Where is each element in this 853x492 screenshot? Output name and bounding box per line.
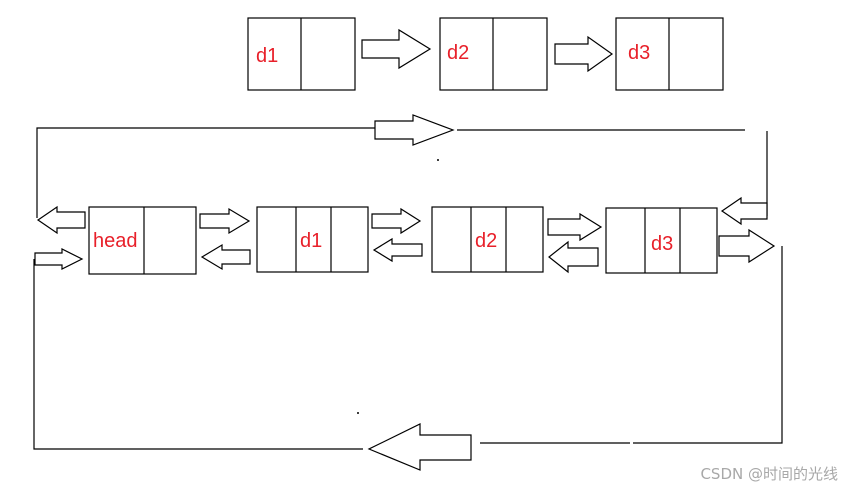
node-label: d2: [475, 230, 497, 252]
watermark-text: CSDN @时间的光线: [700, 465, 838, 483]
singly-linked-list: d1 d2 d3: [247, 17, 724, 91]
doubly-node-d1: d1: [256, 206, 369, 273]
next-arrow-icon: [34, 248, 84, 270]
prev-arrow-icon: [36, 205, 86, 235]
node-box: [605, 207, 718, 274]
circular-next-wire: [633, 246, 783, 444]
singly-node-d3: d3: [615, 17, 724, 91]
singly-node-d2: d2: [439, 17, 548, 91]
doubly-node-head: head: [88, 206, 197, 275]
node-label: head: [93, 230, 138, 252]
next-arrow-icon: [199, 207, 251, 235]
node-label: d1: [300, 230, 322, 252]
prev-arrow-icon: [720, 196, 768, 226]
node-box: [256, 206, 369, 273]
next-arrow-icon: [361, 28, 432, 70]
node-box: [88, 206, 197, 275]
circular-prev-wire: [36, 127, 375, 218]
prev-arrow-icon: [372, 237, 423, 263]
next-arrow-icon: [554, 35, 614, 73]
next-arrow-icon: [547, 212, 603, 242]
prev-arrow-icon: [200, 243, 251, 271]
doubly-node-d3: d3: [605, 207, 718, 274]
stray-dot: [437, 159, 439, 161]
node-label: d2: [447, 42, 469, 64]
node-label: d3: [651, 233, 673, 255]
stray-dot: [357, 412, 359, 414]
next-arrow-icon: [718, 228, 776, 264]
next-arrow-icon: [371, 207, 422, 235]
next-arrow-icon: [374, 114, 455, 146]
node-label: d1: [256, 45, 278, 67]
prev-arrow-icon: [548, 240, 599, 274]
prev-arrow-icon: [367, 423, 472, 471]
doubly-node-d2: d2: [431, 206, 544, 273]
doubly-circular-linked-list: head d1 d2 d3: [33, 114, 783, 471]
circular-next-wire: [33, 259, 363, 450]
singly-node-d1: d1: [247, 17, 356, 91]
node-box: [431, 206, 544, 273]
node-label: d3: [628, 42, 650, 64]
